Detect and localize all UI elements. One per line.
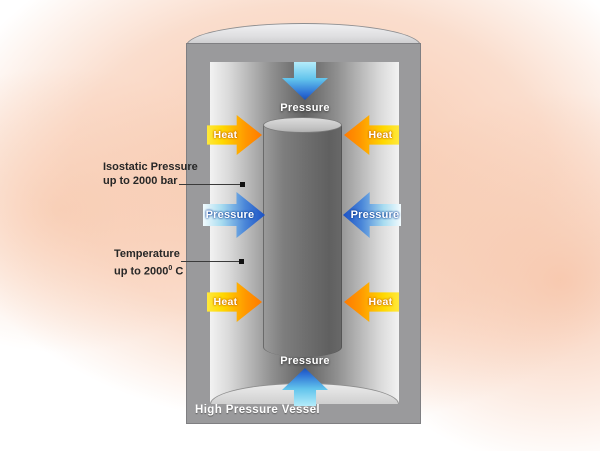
pressure-left-label: Pressure [205,209,255,221]
heat-lower-left-label: Heat [213,296,238,308]
high-pressure-vessel: Pressure Pressure Heat Heat Heat Heat Pr… [186,23,421,424]
callout-temperature: Temperature up to 20000 C [114,248,183,279]
pressure-top-label: Pressure [280,102,330,114]
callout-temperature-line2: up to 20000 C [114,264,184,278]
vessel-title: High Pressure Vessel [195,404,320,416]
workpiece-cylinder [263,125,342,357]
pressure-right-label: Pressure [350,209,400,221]
pressure-bottom-label: Pressure [280,355,330,367]
callout-isostatic-dot [240,182,245,187]
heat-upper-left-label: Heat [213,129,238,141]
callout-temperature-line1: Temperature [114,248,180,260]
callout-temperature-leader-line [181,261,239,262]
workpiece-cylinder-top [263,117,342,133]
callout-isostatic-leader-line [179,184,241,185]
callout-isostatic-line1: Isostatic Pressure [103,161,198,173]
heat-lower-right-label: Heat [368,296,393,308]
callout-isostatic-line2: up to 2000 bar [103,174,178,187]
heat-upper-right-label: Heat [368,129,393,141]
callout-isostatic-pressure: Isostatic Pressure up to 2000 bar [103,161,198,188]
callout-temperature-dot [239,259,244,264]
